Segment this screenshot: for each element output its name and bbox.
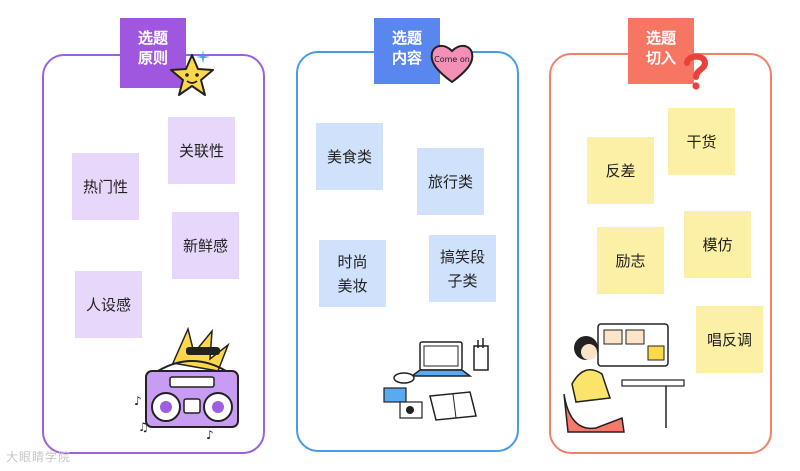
tab-angle: 选题 切入	[628, 18, 694, 84]
watermark: 大眼睛学院	[6, 450, 72, 464]
note-imitation: 模仿	[684, 211, 751, 278]
video-call-person-illustration	[563, 323, 685, 433]
note-travel: 旅行类	[417, 148, 484, 215]
tab-angle-line1: 选题	[645, 29, 676, 47]
note-popularity: 热门性	[72, 153, 139, 220]
note-contrarian: 唱反调	[696, 306, 763, 373]
star-sticker-icon	[170, 54, 214, 96]
svg-text:♪: ♪	[134, 394, 142, 408]
note-freshness: 新鲜感	[172, 212, 239, 279]
note-funny: 搞笑段子类	[429, 235, 496, 302]
note-dry-goods: 干货	[668, 108, 735, 175]
boombox-character-illustration: ♪ ♫ ♪	[134, 326, 239, 442]
note-relevance: 关联性	[168, 117, 235, 184]
svg-text:♪: ♪	[206, 428, 214, 442]
tab-content-line2: 内容	[391, 49, 422, 67]
note-inspiration: 励志	[597, 227, 664, 294]
note-persona: 人设感	[75, 271, 142, 338]
svg-text:♫: ♫	[138, 420, 149, 434]
sticker-text: Come on	[434, 55, 470, 64]
tab-principles-line1: 选题	[137, 29, 168, 47]
note-food: 美食类	[316, 123, 383, 190]
heart-comeon-sticker-icon: Come on	[430, 45, 474, 84]
tab-content: 选题 内容	[374, 18, 440, 84]
tab-principles-line2: 原则	[137, 49, 168, 67]
note-fashion: 时尚美妆	[319, 240, 386, 307]
tab-angle-line2: 切入	[645, 49, 676, 67]
desk-laptop-illustration	[383, 338, 489, 421]
sparkle-icon	[196, 50, 210, 64]
note-contrast: 反差	[587, 137, 654, 204]
tab-principles: 选题 原则	[120, 18, 186, 88]
question-mark-icon	[684, 53, 709, 90]
tab-content-line1: 选题	[391, 29, 422, 47]
